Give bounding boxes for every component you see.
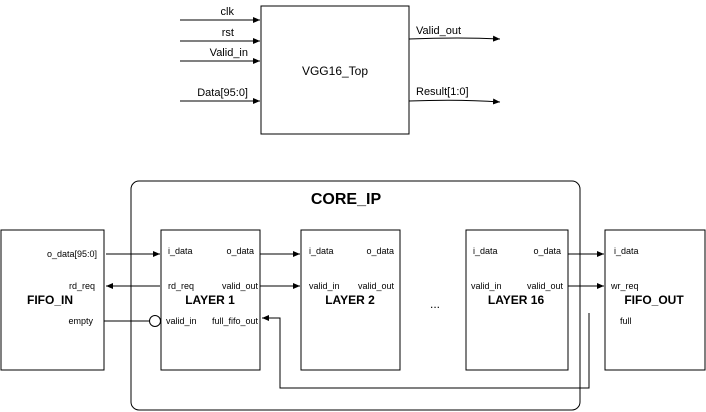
- valid-out-label: Valid_out: [416, 25, 461, 37]
- layer1-port-full-fifo-out: full_fifo_out: [212, 316, 259, 326]
- layer1-label: LAYER 1: [185, 293, 235, 307]
- layer1-port-rd-req: rd_req: [168, 281, 194, 291]
- valid-in-label: Valid_in: [210, 47, 248, 59]
- fifo-out-label: FIFO_OUT: [624, 293, 684, 307]
- fifo-out-full-feedback-wire: [262, 313, 590, 389]
- clk-label: clk: [221, 6, 235, 18]
- layer16-port-o-data: o_data: [533, 246, 561, 256]
- fifo-out-port-full: full: [620, 316, 632, 326]
- layer1-port-i-data: i_data: [168, 246, 193, 256]
- core-ip-title: CORE_IP: [311, 191, 382, 208]
- layer2-block: [300, 229, 401, 371]
- fifo-in-port-o-data: o_data[95:0]: [47, 249, 97, 259]
- layer2-label: LAYER 2: [325, 293, 375, 307]
- layer16-port-valid-in: valid_in: [471, 281, 502, 291]
- vgg16-top-block: [260, 5, 410, 135]
- layer1-port-o-data: o_data: [226, 246, 254, 256]
- layer1-block: [160, 229, 261, 371]
- data-in-label: Data[95:0]: [197, 87, 248, 99]
- rst-label: rst: [222, 27, 234, 39]
- layer2-port-valid-in: valid_in: [309, 281, 340, 291]
- valid-out-arrow: [408, 35, 501, 42]
- fifo-in-block: [0, 229, 105, 371]
- vgg16-top-label: VGG16_Top: [302, 64, 368, 78]
- layer16-port-i-data: i_data: [473, 246, 498, 256]
- layer16-port-valid-out: valid_out: [527, 281, 564, 291]
- layer2-port-i-data: i_data: [309, 246, 334, 256]
- fifo-out-block: [604, 229, 706, 371]
- layer1-port-valid-in: valid_in: [166, 316, 197, 326]
- result-arrow: [408, 98, 501, 105]
- fifo-out-port-i-data: i_data: [614, 246, 639, 256]
- layer1-port-valid-out: valid_out: [222, 281, 259, 291]
- layer16-block: [465, 229, 569, 371]
- fifo-in-port-rd-req: rd_req: [69, 281, 95, 291]
- empty-inverter-bubble: [149, 315, 161, 327]
- fifo-out-port-wr-req: wr_req: [610, 281, 639, 291]
- core-ip-container: [130, 180, 581, 411]
- layer2-port-valid-out: valid_out: [358, 281, 395, 291]
- layers-ellipsis: ...: [430, 297, 440, 311]
- layer16-label: LAYER 16: [488, 293, 545, 307]
- result-label: Result[1:0]: [416, 86, 469, 98]
- fifo-in-port-empty: empty: [68, 316, 93, 326]
- layer2-port-o-data: o_data: [366, 246, 394, 256]
- fifo-in-label: FIFO_IN: [27, 293, 73, 307]
